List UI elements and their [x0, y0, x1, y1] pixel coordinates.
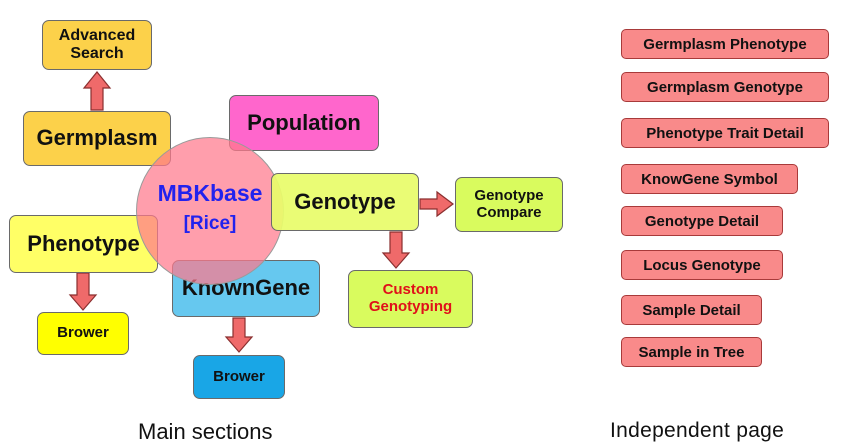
custom-genotyping-box[interactable]: Custom Genotyping [348, 270, 473, 328]
independent-page-sample-detail[interactable]: Sample Detail [621, 295, 762, 325]
phenotype-brower-label: Brower [57, 324, 109, 342]
independent-page-sample-in-tree[interactable]: Sample in Tree [621, 337, 762, 367]
population-label: Population [247, 109, 361, 135]
population-box[interactable]: Population [229, 95, 379, 151]
independent-page-caption: Independent page [610, 419, 785, 442]
custom-genotyping-line1: Custom [382, 281, 439, 299]
knowngene-brower-box[interactable]: Brower [193, 355, 285, 399]
arrow-phenotype-to-brower [68, 272, 98, 311]
independent-page-phenotype-trait-detail[interactable]: Phenotype Trait Detail [621, 118, 829, 148]
genotype-box[interactable]: Genotype [271, 173, 419, 231]
germplasm-box[interactable]: Germplasm [23, 111, 171, 166]
genotype-compare-box[interactable]: Genotype Compare [455, 177, 563, 232]
knowngene-brower-label: Brower [213, 367, 265, 385]
advanced-search-line1: Advanced [58, 27, 136, 45]
mbkbase-circle[interactable] [136, 137, 284, 285]
independent-page-germplasm-genotype[interactable]: Germplasm Genotype [621, 72, 829, 102]
custom-genotyping-line2: Genotyping [368, 298, 453, 315]
independent-page-locus-genotype[interactable]: Locus Genotype [621, 250, 783, 280]
phenotype-brower-box[interactable]: Brower [37, 312, 129, 355]
mbkbase-title: MBKbase [157, 180, 263, 206]
independent-page-germplasm-phenotype[interactable]: Germplasm Phenotype [621, 29, 829, 59]
independent-page-knowgene-symbol[interactable]: KnowGene Symbol [621, 164, 798, 194]
arrow-genotype-to-genotype-compare [419, 190, 454, 218]
main-sections-caption: Main sections [138, 419, 273, 444]
phenotype-label: Phenotype [27, 230, 140, 256]
independent-page-genotype-detail[interactable]: Genotype Detail [621, 206, 783, 236]
genotype-compare-line1: Genotype [474, 186, 544, 204]
genotype-compare-line2: Compare [476, 203, 542, 221]
arrow-germplasm-to-advanced-search [82, 71, 112, 111]
advanced-search-box[interactable]: Advanced Search [42, 20, 152, 70]
germplasm-label: Germplasm [36, 125, 158, 151]
arrow-genotype-to-custom-genotyping [381, 231, 411, 269]
genotype-label: Genotype [294, 188, 396, 214]
advanced-search-line2: Search [70, 45, 124, 62]
arrow-knowngene-to-brower [224, 317, 254, 353]
mbkbase-subtitle: [Rice] [183, 213, 237, 234]
